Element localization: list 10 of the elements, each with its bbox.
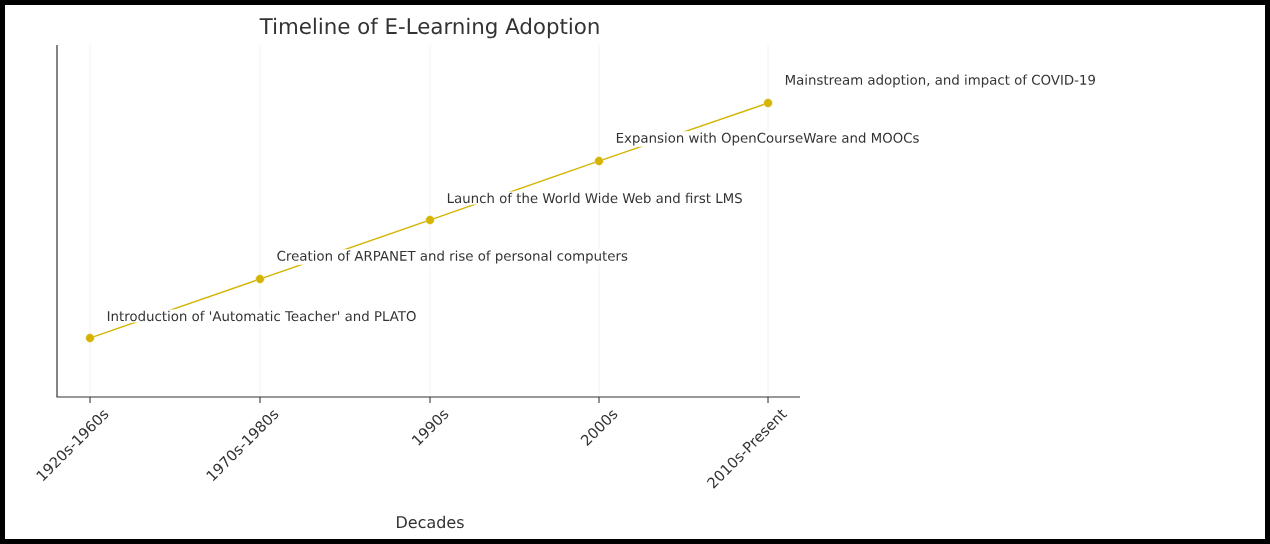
annotation: Creation of ARPANET and rise of personal computers [275,249,630,265]
data-point [594,156,604,166]
annotation: Expansion with OpenCourseWare and MOOCs [614,131,921,147]
annotation: Mainstream adoption, and impact of COVID-19 [783,73,1098,89]
axis-label: Decades [397,515,464,529]
data-point [85,333,95,343]
data-point [255,274,265,284]
data-point [425,215,435,225]
data-point [763,98,773,108]
chart-title: Timeline of E-Learning Adoption [259,17,599,39]
